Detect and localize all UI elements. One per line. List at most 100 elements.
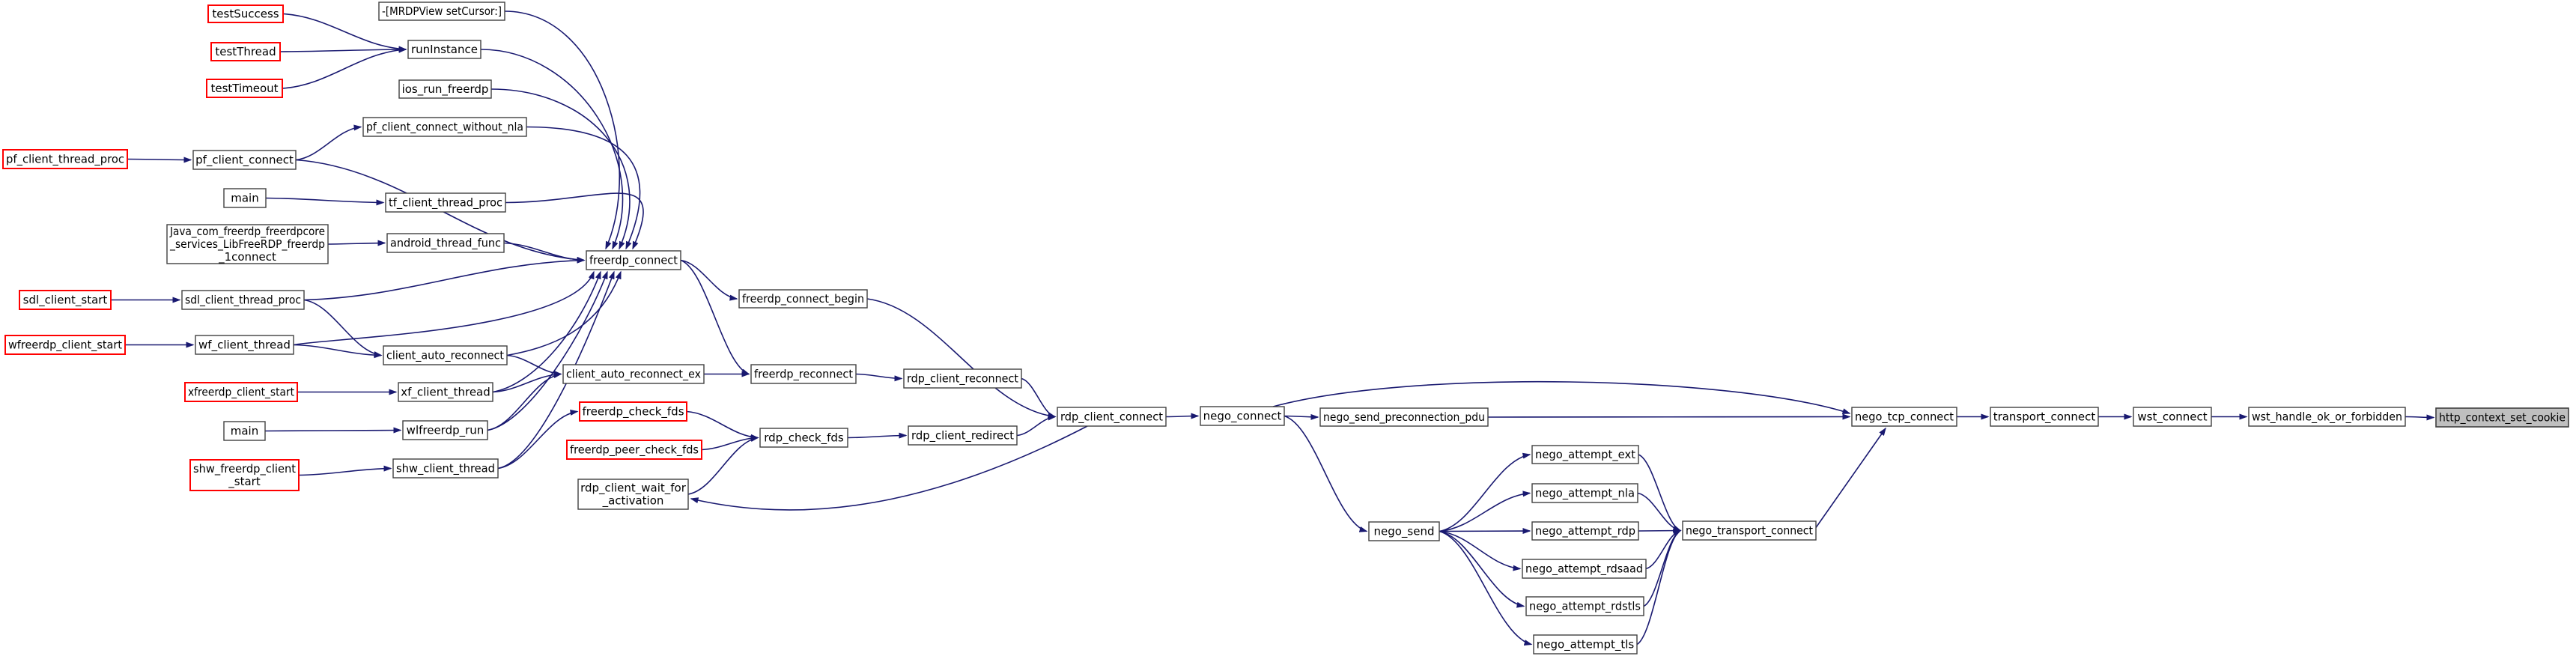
edge-rdp_client_reconnect-to-rdp_client_connect: [1021, 377, 1057, 419]
node-wfreerdp_client_start[interactable]: wfreerdp_client_start: [4, 335, 126, 355]
node-testTimeout[interactable]: testTimeout: [206, 79, 283, 98]
edge-android_thread_func-to-freerdp_connect: [503, 242, 586, 264]
node-freerdp_reconnect[interactable]: freerdp_reconnect: [750, 364, 857, 384]
node-nego_attempt_ext[interactable]: nego_attempt_ext: [1531, 445, 1639, 464]
node-android_thread_func[interactable]: android_thread_func: [386, 233, 505, 253]
node-freerdp_connect_begin[interactable]: freerdp_connect_begin: [738, 289, 868, 309]
node-label: nego_attempt_rdp: [1535, 524, 1635, 538]
node-wst_handle_ok_or_forbidden[interactable]: wst_handle_ok_or_forbidden: [2248, 407, 2406, 427]
node-label: runInstance: [411, 43, 478, 56]
node-shw_client_thread[interactable]: shw_client_thread: [392, 458, 499, 479]
edge-nego_transport_connect-to-nego_tcp_connect: [1815, 427, 1886, 528]
node-label: sdl_client_start: [23, 294, 108, 308]
edge-tf_client_thread_proc-to-freerdp_connect: [505, 192, 644, 250]
node-wlfreerdp_run[interactable]: wlfreerdp_run: [402, 420, 488, 440]
node-label: transport_connect: [1993, 410, 2096, 425]
node-testSuccess[interactable]: testSuccess: [207, 4, 284, 23]
node-nego_attempt_rdp[interactable]: nego_attempt_rdp: [1531, 521, 1639, 541]
node-sdl_client_thread_proc[interactable]: sdl_client_thread_proc: [181, 290, 305, 310]
node-rdp_client_connect[interactable]: rdp_client_connect: [1057, 407, 1167, 427]
node-tf_client_thread_proc[interactable]: tf_client_thread_proc: [385, 192, 506, 213]
node-label: freerdp_connect: [589, 254, 678, 268]
node-wst_connect[interactable]: wst_connect: [2133, 407, 2212, 427]
edge-nego_attempt_rdstls-to-nego_transport_connect: [1643, 529, 1682, 607]
node-xf_client_thread[interactable]: xf_client_thread: [398, 382, 493, 402]
edge-nego_send-to-nego_attempt_rdstls: [1439, 530, 1525, 608]
edge-client_auto_reconnect-to-freerdp_connect: [506, 270, 622, 356]
node-label: nego_attempt_rdsaad: [1525, 562, 1643, 577]
node-label: -[MRDPView setCursor:]: [382, 4, 502, 18]
edge-wf_client_thread-to-client_auto_reconnect: [293, 344, 383, 359]
edge-wst_handle_ok_or_forbidden-to-http_context_set_cookie: [2405, 414, 2435, 421]
node-label: freerdp_reconnect: [754, 368, 853, 382]
node-freerdp_connect[interactable]: freerdp_connect: [586, 250, 681, 270]
node-pf_client_connect[interactable]: pf_client_connect: [192, 150, 297, 170]
node-label: pf_client_connect: [195, 154, 294, 168]
edge-mrdpview_setcursor-to-freerdp_connect: [504, 10, 620, 250]
edge-shw_client_thread-to-freerdp_check_fds: [497, 409, 579, 470]
edge-nego_send-to-nego_attempt_rdp: [1439, 528, 1531, 535]
node-nego_attempt_rdsaad[interactable]: nego_attempt_rdsaad: [1522, 559, 1647, 579]
node-main2[interactable]: main: [223, 421, 266, 441]
node-xfreerdp_client_start[interactable]: xfreerdp_client_start: [184, 382, 298, 402]
node-transport_connect[interactable]: transport_connect: [1990, 407, 2099, 427]
node-rdp_client_reconnect[interactable]: rdp_client_reconnect: [903, 368, 1022, 389]
edge-freerdp_peer_check_fds-to-rdp_check_fds: [701, 434, 759, 451]
node-label: pf_client_connect_without_nla: [366, 121, 523, 135]
edge-nego_send-to-nego_attempt_ext: [1439, 452, 1531, 532]
node-label: nego_connect: [1203, 410, 1282, 424]
node-testThread[interactable]: testThread: [210, 42, 281, 61]
node-label: wst_handle_ok_or_forbidden: [2252, 410, 2402, 425]
node-java_freerdp_1connect[interactable]: Java_com_freerdp_freerdpcore_services_Li…: [166, 224, 329, 264]
node-nego_tcp_connect[interactable]: nego_tcp_connect: [1851, 407, 1957, 427]
node-wf_client_thread[interactable]: wf_client_thread: [195, 335, 294, 355]
node-rdp_client_wait_for_activation[interactable]: rdp_client_wait_for_activation: [577, 479, 689, 510]
node-label: nego_attempt_tls: [1537, 638, 1635, 652]
node-nego_connect[interactable]: nego_connect: [1200, 406, 1285, 426]
node-nego_send[interactable]: nego_send: [1368, 521, 1440, 541]
node-rdp_check_fds[interactable]: rdp_check_fds: [759, 428, 848, 448]
node-client_auto_reconnect[interactable]: client_auto_reconnect: [383, 345, 508, 365]
node-label: wst_connect: [2137, 410, 2207, 425]
node-label: freerdp_peer_check_fds: [570, 443, 699, 458]
edge-nego_send-to-nego_attempt_nla: [1439, 491, 1531, 532]
edge-freerdp_connect-to-freerdp_reconnect: [680, 259, 750, 375]
node-label: xfreerdp_client_start: [188, 386, 294, 400]
node-label: nego_transport_connect: [1686, 524, 1813, 538]
edge-shw_freerdp_client_start-to-shw_client_thread: [298, 465, 392, 476]
node-nego_attempt_tls[interactable]: nego_attempt_tls: [1533, 634, 1638, 655]
node-rdp_client_redirect[interactable]: rdp_client_redirect: [908, 425, 1018, 446]
node-shw_freerdp_client_start[interactable]: shw_freerdp_client_start: [189, 459, 300, 491]
node-pf_client_thread_proc[interactable]: pf_client_thread_proc: [2, 149, 128, 169]
node-client_auto_reconnect_ex[interactable]: client_auto_reconnect_ex: [562, 364, 705, 384]
edge-freerdp_reconnect-to-rdp_client_reconnect: [855, 373, 903, 382]
node-label: testTimeout: [210, 82, 278, 95]
node-label: rdp_check_fds: [764, 431, 844, 446]
node-pf_client_connect_without_nla[interactable]: pf_client_connect_without_nla: [362, 117, 527, 137]
node-label: nego_send: [1373, 525, 1434, 539]
node-label: freerdp_connect_begin: [742, 292, 864, 306]
node-mrdpview_setcursor[interactable]: -[MRDPView setCursor:]: [378, 1, 505, 21]
node-nego_transport_connect[interactable]: nego_transport_connect: [1682, 520, 1817, 541]
node-runInstance[interactable]: runInstance: [407, 40, 482, 59]
node-freerdp_check_fds[interactable]: freerdp_check_fds: [579, 401, 687, 422]
edge-pf_client_connect_without_nla-to-freerdp_connect: [526, 126, 641, 250]
node-http_context_set_cookie: http_context_set_cookie: [2435, 407, 2569, 428]
node-nego_send_preconnection_pdu[interactable]: nego_send_preconnection_pdu: [1319, 407, 1489, 427]
edge-nego_connect-to-nego_send_preconnection_pdu: [1284, 413, 1319, 420]
edge-nego_connect-to-nego_send: [1284, 415, 1368, 532]
edge-rdp_client_redirect-to-rdp_client_connect: [1016, 414, 1057, 437]
node-label: ios_run_freerdp: [402, 82, 489, 97]
node-label: nego_attempt_ext: [1535, 448, 1635, 462]
node-nego_attempt_rdstls[interactable]: nego_attempt_rdstls: [1525, 596, 1644, 616]
node-label: rdp_client_connect: [1060, 410, 1163, 425]
node-sdl_client_start[interactable]: sdl_client_start: [19, 290, 112, 310]
node-main1[interactable]: main: [223, 188, 267, 208]
node-nego_attempt_nla[interactable]: nego_attempt_nla: [1531, 483, 1638, 503]
edge-main1-to-tf_client_thread_proc: [265, 197, 385, 206]
node-ios_run_freerdp[interactable]: ios_run_freerdp: [398, 79, 492, 99]
node-label: _start: [228, 475, 261, 489]
node-freerdp_peer_check_fds[interactable]: freerdp_peer_check_fds: [566, 440, 702, 460]
